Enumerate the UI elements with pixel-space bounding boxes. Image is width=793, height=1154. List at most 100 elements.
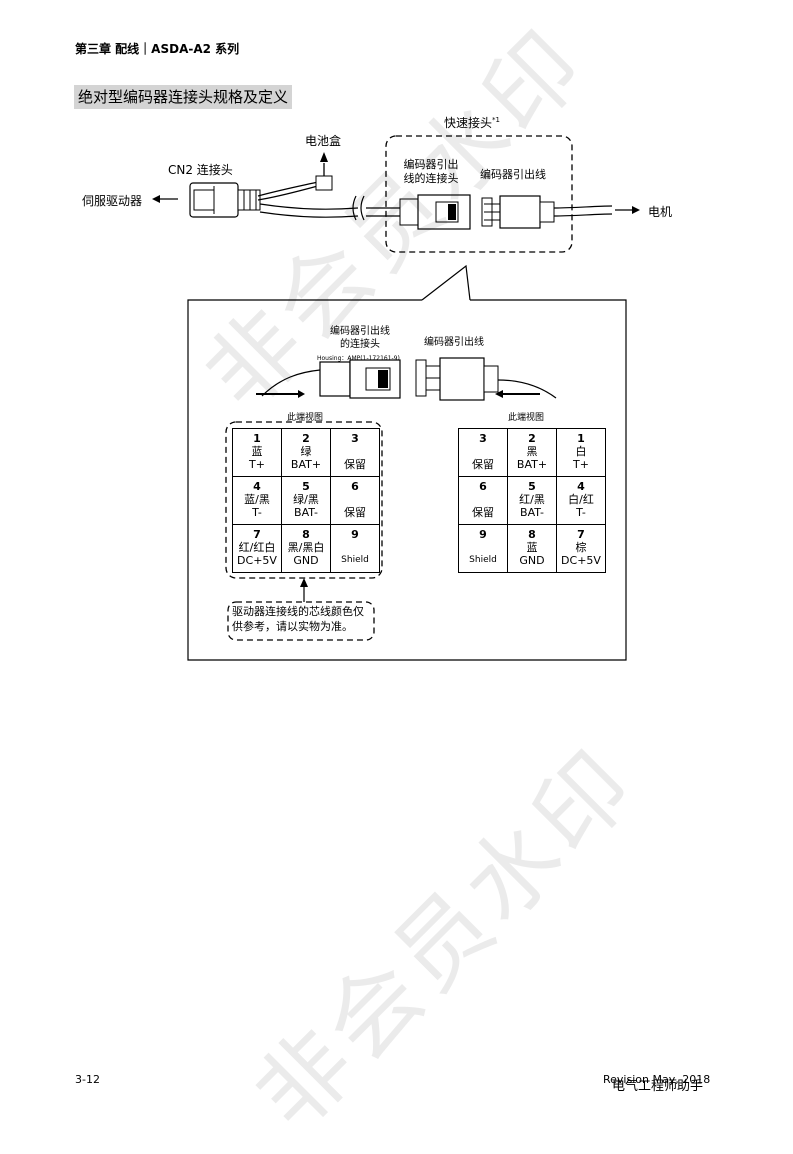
quick-connector-box — [385, 135, 573, 253]
pin-wire-color: 蓝 — [526, 541, 538, 554]
pin-number: 9 — [351, 528, 359, 541]
page-header: 第三章 配线｜ASDA-A2 系列 — [75, 42, 240, 56]
pin-signal: 保留 — [472, 506, 494, 519]
battery-plug-icon — [315, 175, 333, 191]
page-number: 3-12 — [75, 1073, 100, 1086]
pin-signal: DC+5V — [561, 554, 601, 567]
pin-number: 7 — [577, 528, 585, 541]
section-title: 绝对型编码器连接头规格及定义 — [74, 85, 293, 109]
pin-number: 2 — [302, 432, 310, 445]
quick-connector-label: 快速接头*1 — [444, 116, 500, 130]
servo-drive-label: 伺服驱动器 — [82, 194, 143, 208]
pin-wire-color — [459, 541, 507, 554]
wiring-diagram — [152, 135, 640, 661]
note-box — [227, 601, 375, 641]
battery-box-label: 电池盒 — [305, 134, 342, 148]
detail-plug-icon — [439, 357, 485, 401]
pin-wire-color: 绿/黑 — [293, 493, 319, 506]
pin-number: 3 — [351, 432, 359, 445]
pin-signal: Shield — [341, 555, 369, 565]
pin-signal: BAT+ — [516, 458, 548, 471]
pin-signal: DC+5V — [237, 554, 277, 567]
pin-wire-color: 白/红 — [568, 493, 594, 506]
pin-signal: BAT- — [294, 506, 318, 519]
pin-number: 5 — [528, 480, 536, 493]
pin-cell: 6 保留 — [458, 476, 508, 525]
pin-number: 2 — [528, 432, 536, 445]
pin-signal: BAT- — [520, 506, 544, 519]
revision-label: Revision May, 2018 — [603, 1073, 711, 1086]
pin-number: 6 — [351, 480, 359, 493]
pin-signal: T+ — [249, 458, 265, 471]
pin-wire-color — [459, 445, 507, 458]
left-view-label: 此端视图 — [287, 413, 324, 423]
encoder-lead-plug-icon — [499, 195, 541, 229]
pin-wire-color — [331, 493, 379, 506]
pin-number: 1 — [253, 432, 261, 445]
pin-number: 8 — [302, 528, 310, 541]
pin-wire-color: 白 — [575, 445, 587, 458]
pin-wire-color — [459, 493, 507, 506]
arrow-up-icon — [300, 578, 308, 587]
arrow-left-icon — [495, 390, 503, 398]
pin-signal: GND — [519, 554, 545, 567]
pin-number: 4 — [253, 480, 261, 493]
pin-signal: 保留 — [472, 458, 494, 471]
detail-encoder-lead-label: 编码器引出线 — [424, 337, 484, 348]
encoder-lead-connector-label: 编码器引出 线的连接头 — [403, 158, 459, 185]
pin-signal: T- — [576, 506, 586, 519]
pin-wire-color: 棕 — [575, 541, 587, 554]
pin-signal: T- — [252, 506, 262, 519]
pin-signal: Shield — [469, 555, 497, 565]
cable-break-icon — [352, 195, 365, 221]
pin-number: 8 — [528, 528, 536, 541]
pin-number: 7 — [253, 528, 261, 541]
badge-label: 电气工程师助手 — [612, 1079, 704, 1094]
pin-signal: GND — [293, 554, 319, 567]
detail-frame — [187, 299, 627, 661]
pin-wire-color: 绿 — [300, 445, 312, 458]
housing-label: Housing：AMP(1-172161-9) — [317, 355, 400, 362]
arrow-right-icon — [298, 390, 305, 398]
pin-wire-color: 黑 — [526, 445, 538, 458]
right-view-label: 此端视图 — [508, 413, 545, 423]
pin-wire-color: 黑/黑白 — [287, 541, 325, 554]
pin-wire-color: 蓝 — [251, 445, 263, 458]
encoder-lead-label: 编码器引出线 — [480, 168, 546, 181]
pin-signal: T+ — [573, 458, 589, 471]
detail-connector-label: 编码器引出线 的连接头 — [330, 326, 390, 350]
detail-connector-icon — [319, 361, 351, 397]
pin-number: 5 — [302, 480, 310, 493]
wire-color-note: 驱动器连接线的芯线颜色仅供参考，请以实物为准。 — [232, 605, 364, 633]
pin-wire-color: 蓝/黑 — [244, 493, 270, 506]
pin-number: 6 — [479, 480, 487, 493]
pin-wire-color: 红/黑 — [519, 493, 545, 506]
pin-wire-color — [331, 445, 379, 458]
pin-number: 1 — [577, 432, 585, 445]
encoder-lead-connector-icon — [417, 194, 471, 230]
pin-number: 4 — [577, 480, 585, 493]
cn2-connector-label: CN2 连接头 — [168, 163, 233, 177]
